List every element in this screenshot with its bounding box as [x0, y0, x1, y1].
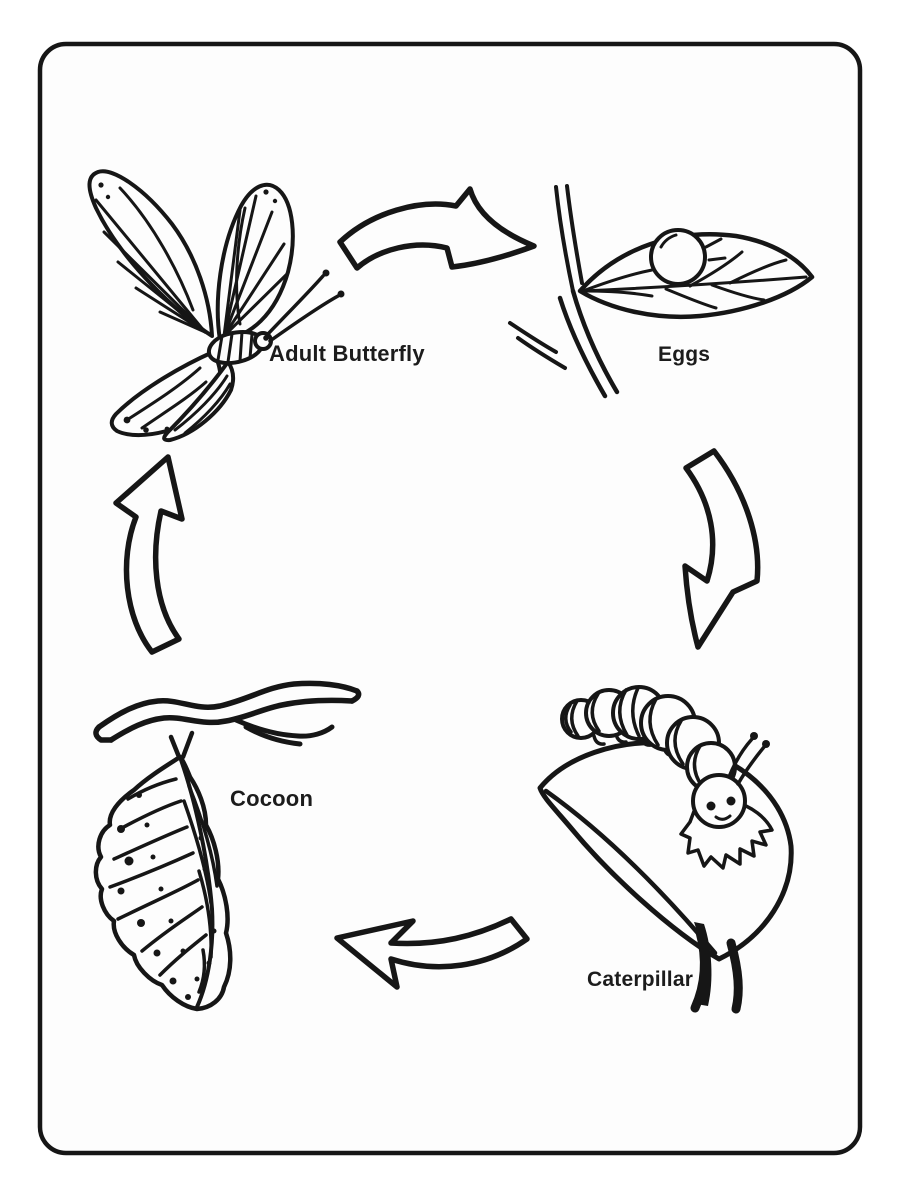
arrow-adult-to-eggs [337, 186, 537, 271]
eggs-label: Eggs [658, 343, 711, 366]
arrow-caterpillar-to-cocoon [334, 916, 530, 990]
egg-on-leaf-icon [508, 184, 815, 399]
cocoon-label: Cocoon [230, 786, 314, 811]
arrow-eggs-to-caterpillar [682, 448, 761, 650]
caterpillar-on-leaf-icon [537, 685, 794, 1014]
adult-butterfly-label: Adult Butterfly [269, 341, 425, 366]
butterfly-icon [87, 169, 345, 443]
caterpillar-label: Caterpillar [587, 968, 694, 991]
cocoon-on-branch-icon [93, 680, 362, 1012]
arrow-cocoon-to-adult [113, 454, 185, 655]
